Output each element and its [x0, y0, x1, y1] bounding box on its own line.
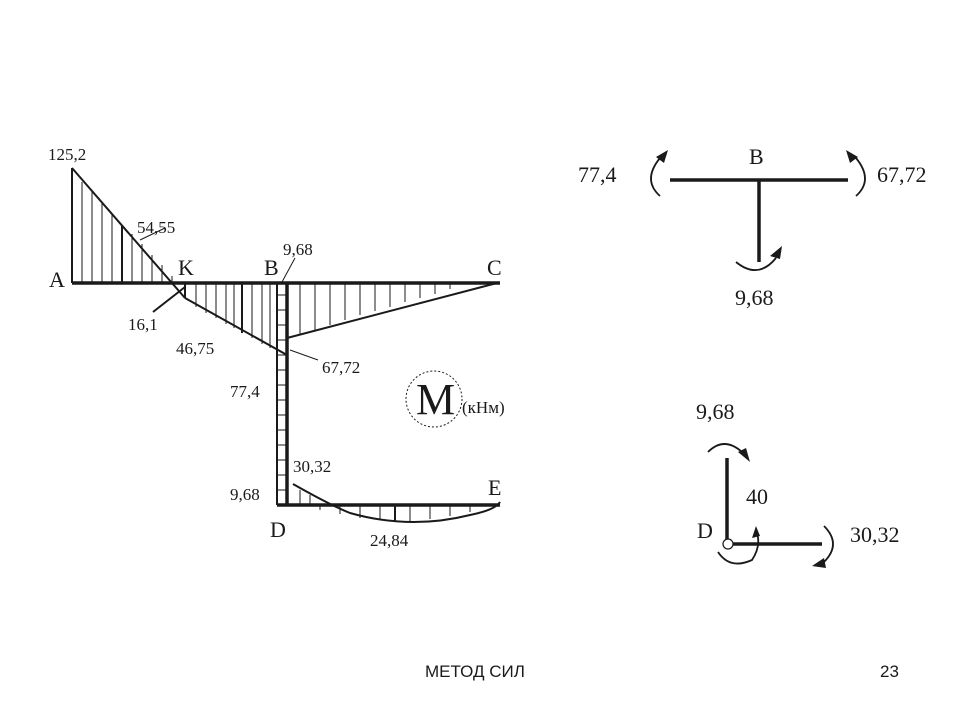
hatching-ak — [81, 182, 173, 283]
joint-d-corner-moment-arc — [717, 529, 760, 565]
node-k-label: K — [178, 255, 194, 280]
value-de-bottom: 24,84 — [370, 531, 409, 550]
hatching-bc — [299, 283, 451, 335]
title-circle — [405, 370, 463, 428]
value-b-top: 9,68 — [283, 240, 313, 259]
value-column-bottom: 9,68 — [230, 485, 260, 504]
joint-d-hinge — [722, 538, 734, 550]
joint-b-node-label: B — [749, 144, 764, 169]
joint-d: D 40 9,68 30,32 — [696, 399, 900, 568]
joint-d-right-moment-arc — [823, 525, 834, 563]
joint-d-top-moment-arc — [707, 443, 743, 453]
joint-b-right-moment: 67,72 — [877, 162, 927, 187]
value-column-top: 77,4 — [230, 382, 260, 401]
value-d-top: 30,32 — [293, 457, 331, 476]
joint-b-bottom-arrowhead — [770, 246, 782, 259]
diagram-title-letter: M — [416, 375, 455, 424]
node-b-label: B — [264, 255, 279, 280]
joint-d-column-value: 40 — [746, 484, 768, 509]
joint-d-top-arrowhead — [738, 448, 750, 462]
node-d-label: D — [270, 517, 286, 542]
value-k-below: 16,1 — [128, 315, 158, 334]
joint-b-bottom-moment-arc — [735, 257, 777, 271]
value-mid-ak: 54,55 — [137, 218, 175, 237]
footer-title: МЕТОД СИЛ — [425, 662, 525, 681]
joint-b-right-moment-arc — [855, 157, 866, 197]
diagram-units: (кНм) — [462, 398, 505, 417]
node-c-label: C — [487, 255, 502, 280]
node-a-label: A — [49, 267, 65, 292]
joint-d-top-moment: 9,68 — [696, 399, 735, 424]
joint-d-node-label: D — [697, 518, 713, 543]
joint-d-right-arrowhead — [812, 558, 826, 568]
value-a-top: 125,2 — [48, 145, 86, 164]
joint-d-corner-arrowhead — [752, 526, 760, 538]
joint-b-right-arrowhead — [846, 150, 858, 163]
value-kb-below: 46,75 — [176, 339, 214, 358]
joint-b-left-moment-arc — [650, 157, 661, 197]
joint-b: B 77,4 67,72 9,68 — [578, 144, 927, 310]
leader-lines — [139, 227, 319, 361]
joint-b-left-arrowhead — [656, 150, 668, 163]
joint-b-bottom-moment: 9,68 — [735, 285, 774, 310]
joint-b-left-moment: 77,4 — [578, 162, 617, 187]
node-e-label: E — [488, 475, 501, 500]
moment-outline — [71, 167, 501, 523]
page-number: 23 — [880, 662, 899, 681]
hatching-kb — [195, 283, 271, 348]
joint-d-right-moment: 30,32 — [850, 522, 900, 547]
value-b-right: 67,72 — [322, 358, 360, 377]
